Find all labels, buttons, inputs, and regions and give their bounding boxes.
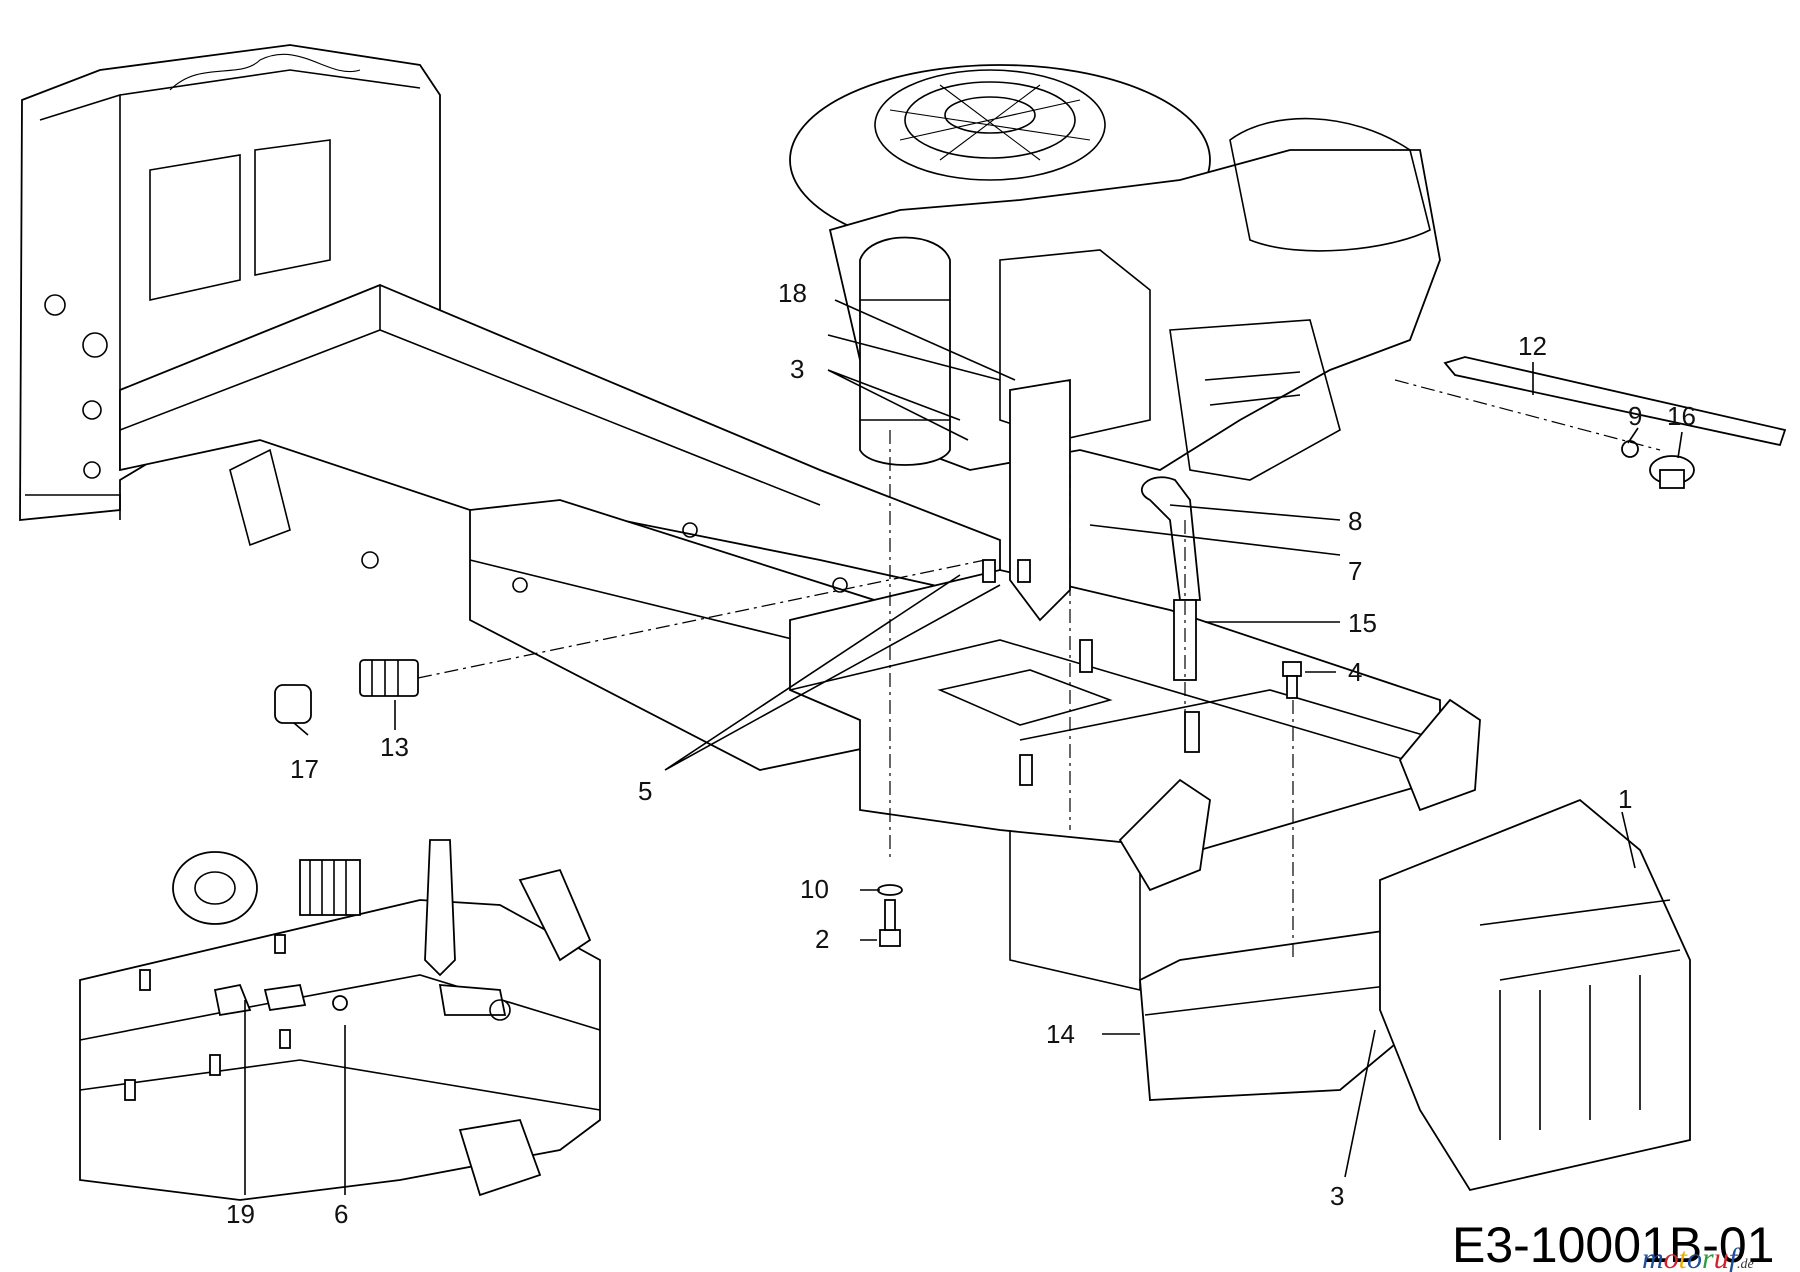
muffler-and-heat-shield — [1139, 798, 1691, 1192]
chassis-frame — [119, 284, 1441, 1011]
callout-19: 19 — [226, 1199, 255, 1229]
callout-15: 15 — [1348, 608, 1377, 638]
drawing-code: E3-10001B-01 — [1452, 1217, 1774, 1272]
callout-13: 13 — [380, 732, 409, 762]
callout-10: 10 — [800, 874, 829, 904]
hood-pivot-brackets — [1118, 698, 1481, 892]
watermark-letter: t — [1679, 1242, 1688, 1272]
callout-5: 5 — [638, 776, 652, 806]
callout-17: 17 — [290, 754, 319, 784]
callout-18: 18 — [778, 278, 807, 308]
engine-bracket — [1009, 378, 1071, 622]
leader-lines — [244, 299, 1683, 1195]
loose-parts — [274, 356, 1787, 947]
watermark-letter: o — [1687, 1242, 1702, 1272]
engine-assembly — [789, 64, 1441, 681]
callout-2: 2 — [815, 924, 829, 954]
detail-inset — [79, 839, 601, 1201]
assembly-axes — [417, 379, 1661, 960]
watermark-text: motoruf — [1642, 1242, 1741, 1272]
watermark-suffix: .de — [1737, 1257, 1754, 1272]
callout-8: 8 — [1348, 506, 1362, 536]
watermark-letter: u — [1714, 1242, 1729, 1272]
watermark-logo: motoruf.de — [1642, 1242, 1754, 1272]
callout-3-lower: 3 — [1330, 1181, 1344, 1211]
callout-labels: 1 2 3 3 4 5 6 7 8 9 10 12 13 14 15 16 17… — [226, 278, 1696, 1229]
callout-1: 1 — [1618, 784, 1632, 814]
watermark-letter: o — [1664, 1242, 1679, 1272]
callout-3-upper: 3 — [790, 354, 804, 384]
callout-9: 9 — [1628, 401, 1642, 431]
callout-4: 4 — [1348, 657, 1362, 687]
callout-16: 16 — [1667, 401, 1696, 431]
callout-7: 7 — [1348, 556, 1362, 586]
callout-12: 12 — [1518, 331, 1547, 361]
watermark-letter: r — [1702, 1242, 1714, 1272]
callout-6: 6 — [334, 1199, 348, 1229]
watermark-letter: m — [1642, 1242, 1664, 1272]
callout-14: 14 — [1046, 1019, 1075, 1049]
